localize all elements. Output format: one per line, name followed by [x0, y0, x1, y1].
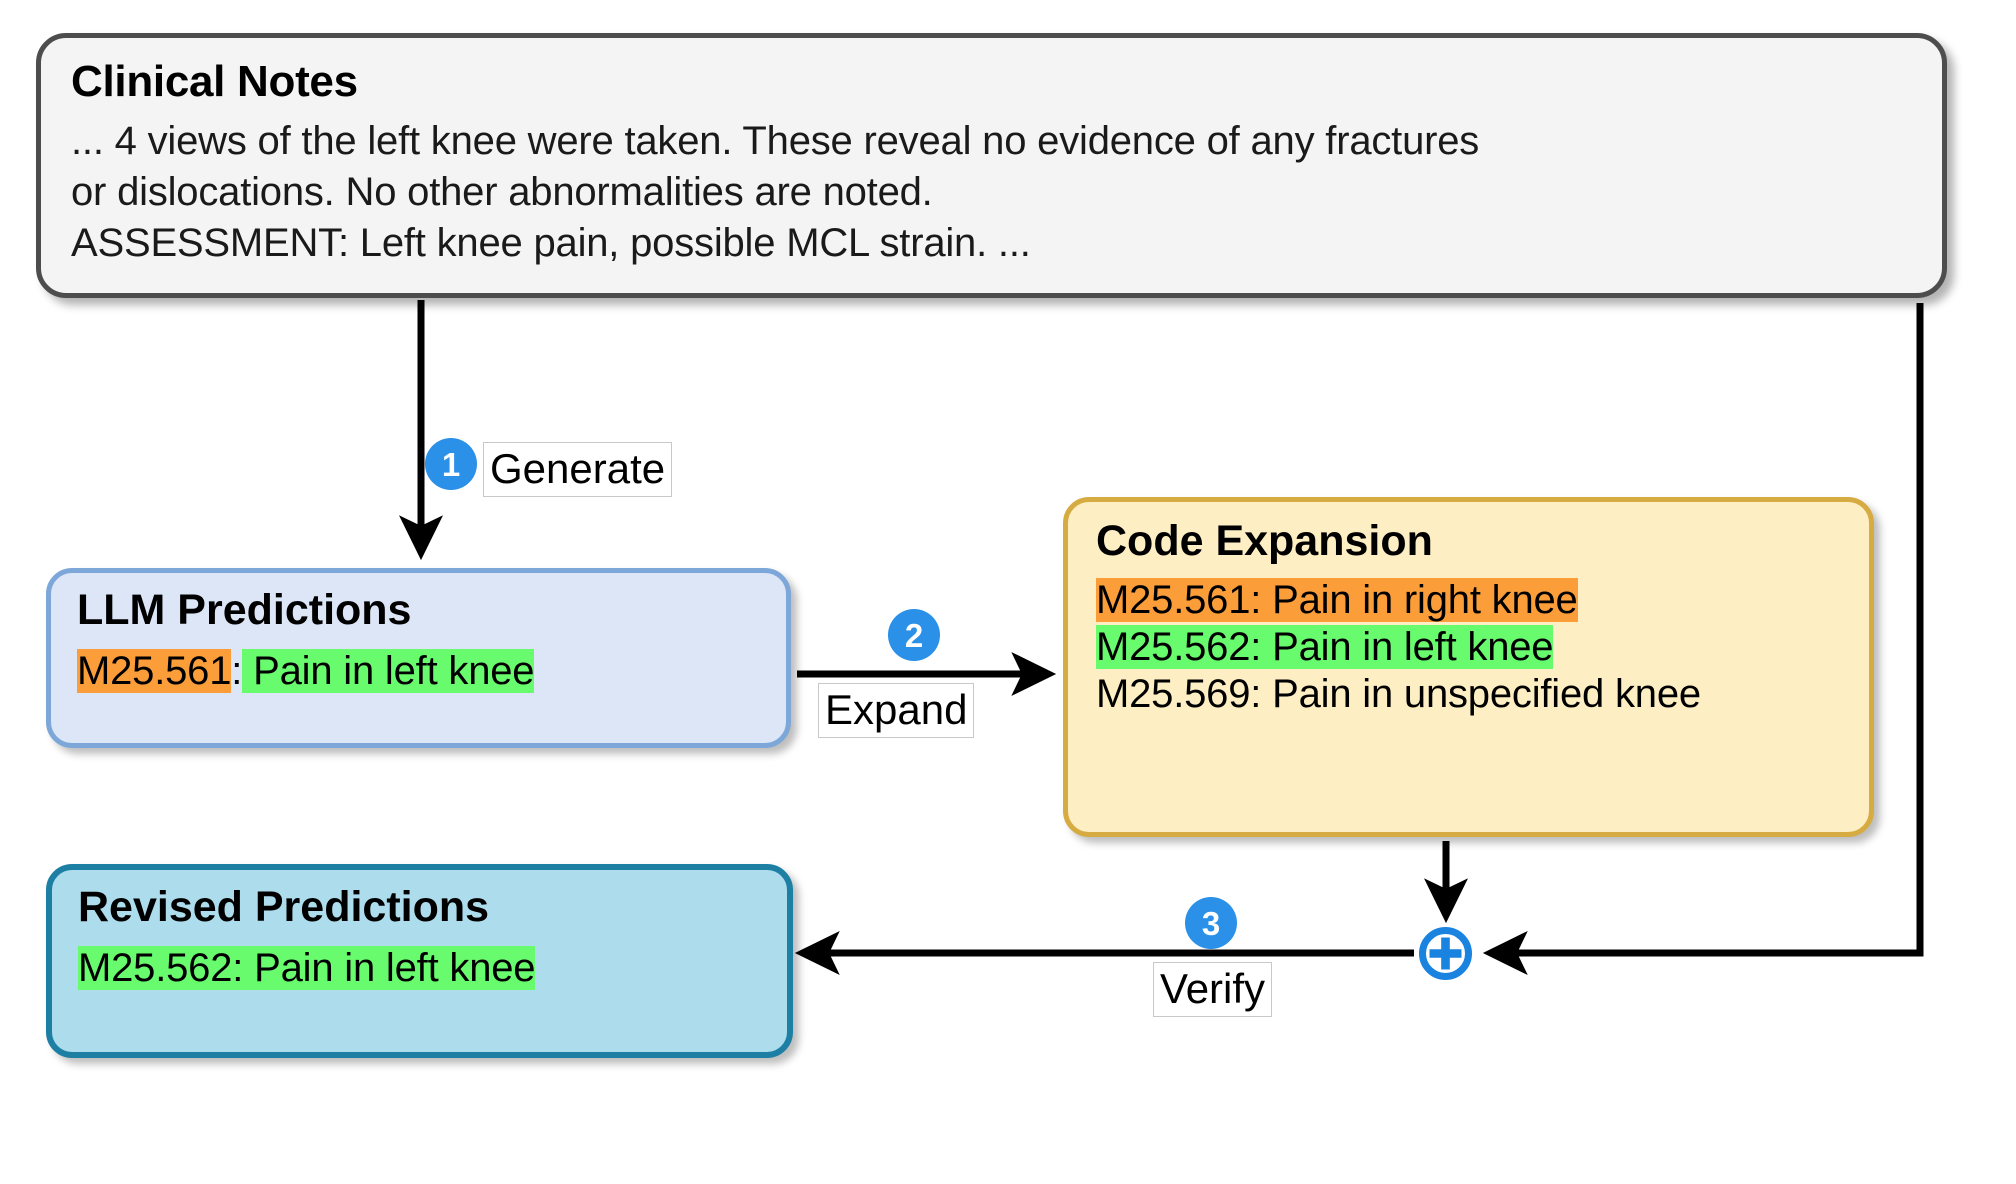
step-badge-2: 2	[888, 609, 940, 661]
code-expansion-row-text-2: M25.562: Pain in left knee	[1096, 625, 1554, 670]
llm-prediction-row: M25.561: Pain in left knee	[77, 648, 786, 695]
clinical-notes-card: Clinical Notes ... 4 views of the left k…	[36, 33, 1947, 298]
code-expansion-row: M25.562: Pain in left knee	[1096, 624, 1869, 671]
clinical-notes-title: Clinical Notes	[71, 57, 358, 106]
plus-circle-icon	[1417, 925, 1474, 982]
llm-predictions-card: LLM Predictions M25.561: Pain in left kn…	[46, 568, 791, 748]
clinical-notes-line-3: ASSESSMENT: Left knee pain, possible MCL…	[71, 221, 1031, 266]
code-expansion-title: Code Expansion	[1096, 517, 1433, 565]
edge-label-generate: Generate	[483, 442, 673, 498]
step-badge-3: 3	[1185, 897, 1237, 949]
clinical-notes-line-2: or dislocations. No other abnormalities …	[71, 170, 933, 215]
code-expansion-row-text-1: M25.561: Pain in right knee	[1096, 578, 1578, 622]
code-description: Pain in left knee	[242, 649, 535, 693]
code-expansion-card: Code Expansion M25.561: Pain in right kn…	[1063, 497, 1874, 837]
code-value: M25.561	[77, 649, 232, 693]
step-badge-1: 1	[425, 438, 477, 490]
code-expansion-row: M25.561: Pain in right knee	[1096, 577, 1869, 624]
edge-label-verify: Verify	[1153, 962, 1273, 1018]
code-separator: :	[231, 649, 243, 693]
code-expansion-row: M25.569: Pain in unspecified knee	[1096, 671, 1869, 718]
revised-predictions-card: Revised Predictions M25.562: Pain in lef…	[46, 864, 793, 1058]
edge-label-expand: Expand	[818, 683, 975, 739]
revised-code-text: M25.562: Pain in left knee	[78, 946, 536, 990]
clinical-notes-line-1: ... 4 views of the left knee were taken.…	[71, 119, 1480, 163]
revised-prediction-row: M25.562: Pain in left knee	[78, 945, 787, 992]
code-expansion-row-text-3: M25.569: Pain in unspecified knee	[1096, 672, 1701, 717]
llm-predictions-title: LLM Predictions	[77, 586, 412, 634]
revised-predictions-title: Revised Predictions	[78, 883, 490, 931]
